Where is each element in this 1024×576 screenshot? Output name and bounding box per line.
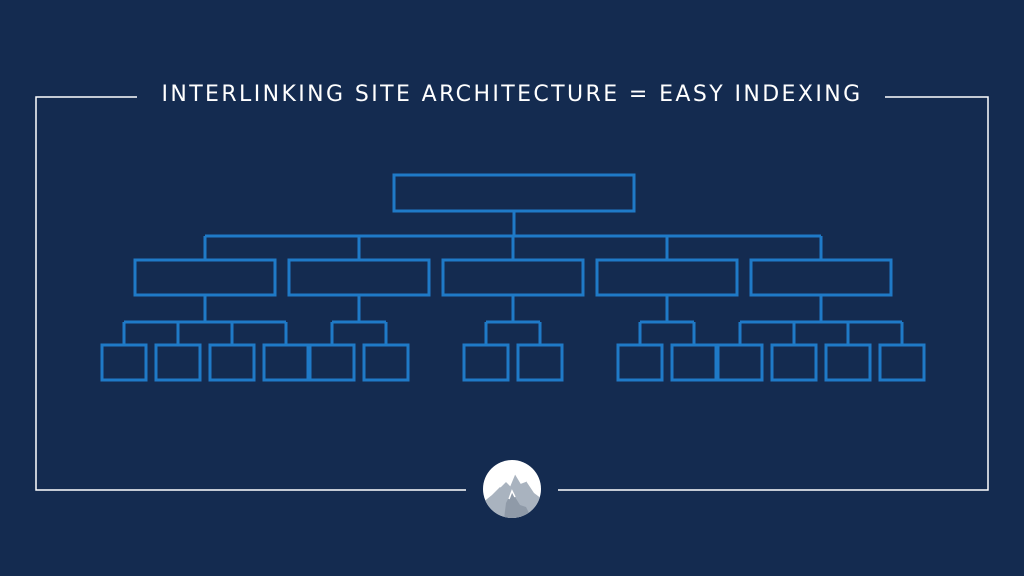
level1-node — [595, 258, 739, 297]
level2-node — [824, 343, 872, 382]
level1-node — [749, 258, 893, 297]
level1-node — [133, 258, 277, 297]
level2-node — [262, 343, 310, 382]
level2-node — [878, 343, 926, 382]
level2-node — [462, 343, 510, 382]
level2-node — [100, 343, 148, 382]
mountain-logo-icon — [482, 459, 542, 519]
level2-node — [208, 343, 256, 382]
level2-node — [770, 343, 818, 382]
site-tree — [100, 173, 926, 382]
diagram-title: INTERLINKING SITE ARCHITECTURE = EASY IN… — [161, 82, 863, 107]
level2-node — [154, 343, 202, 382]
level1-node — [441, 258, 585, 297]
level2-node — [670, 343, 718, 382]
level2-node — [516, 343, 564, 382]
level2-node — [308, 343, 356, 382]
level2-node — [362, 343, 410, 382]
level2-node — [616, 343, 664, 382]
level2-node — [716, 343, 764, 382]
level1-node — [287, 258, 431, 297]
root-node — [392, 173, 636, 213]
